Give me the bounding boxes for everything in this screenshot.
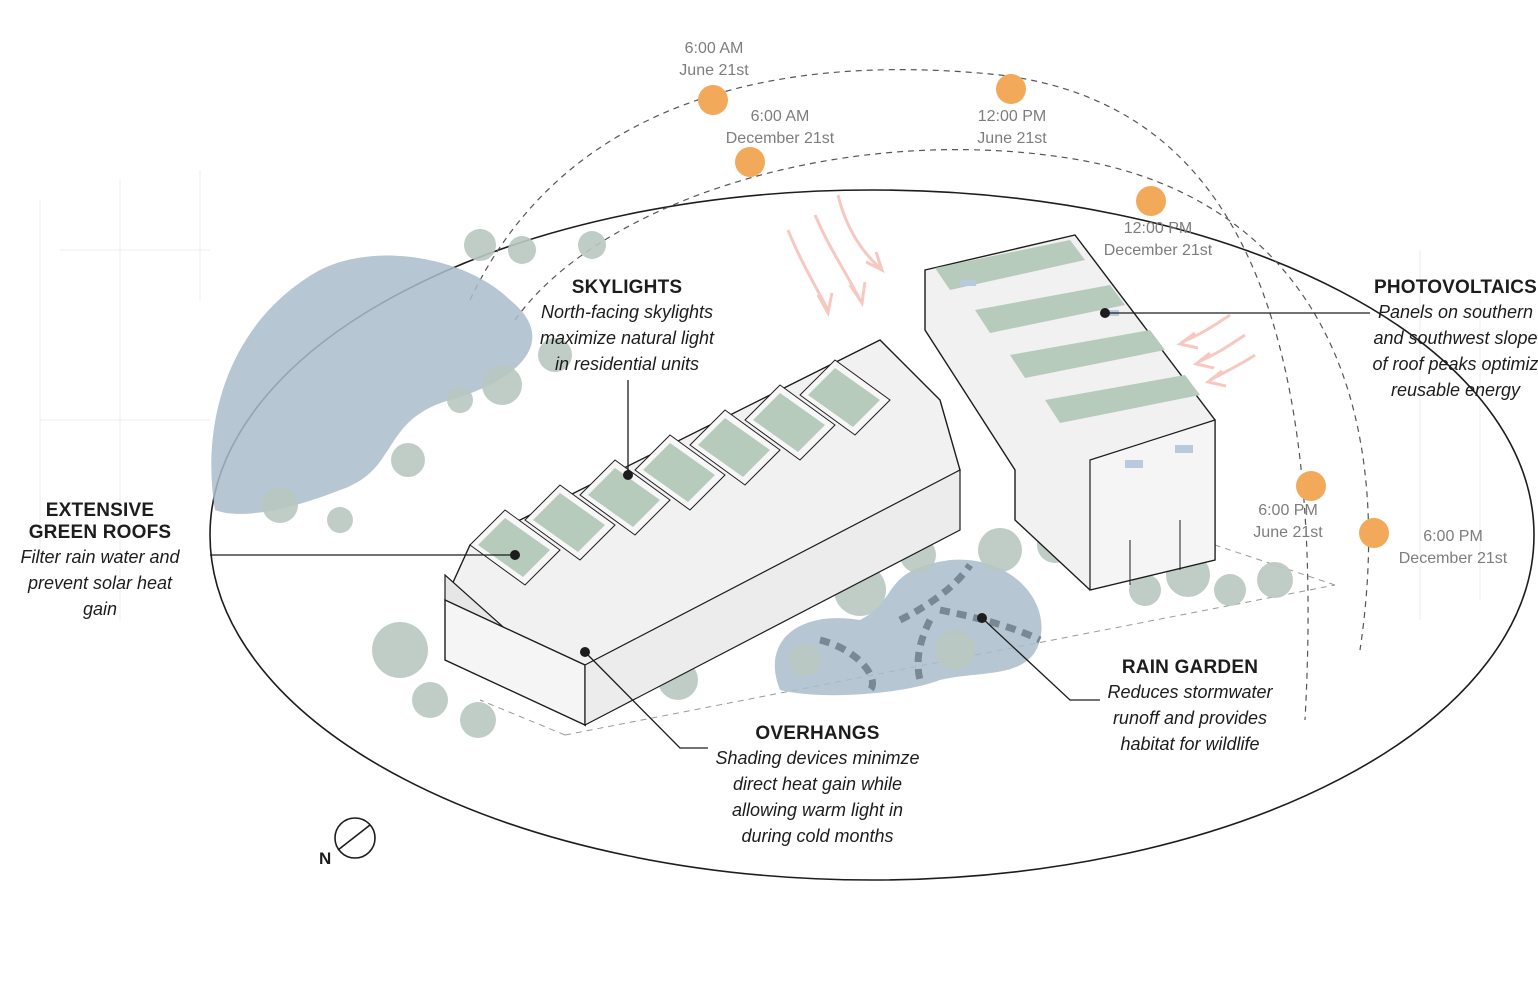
callout-skylights-title: SKYLIGHTS xyxy=(512,277,742,299)
building-short-wing xyxy=(925,235,1215,590)
sun-label-6pm-december: 6:00 PM December 21st xyxy=(1388,526,1518,570)
callout-photovoltaics-line-3: of roof peaks optimiz xyxy=(1368,351,1538,377)
sun-label-date: December 21st xyxy=(715,128,845,150)
callout-overhangs-title: OVERHANGS xyxy=(705,723,930,745)
callout-photovoltaics-line-1: Panels on southern xyxy=(1368,299,1538,325)
sun-label-time: 12:00 PM xyxy=(1093,218,1223,240)
callout-photovoltaics-line-2: and southwest slope xyxy=(1368,325,1538,351)
sun-icon xyxy=(1136,186,1166,216)
sun-label-6am-june: 6:00 AM June 21st xyxy=(664,38,764,82)
callout-rain-garden-line-1: Reduces stormwater xyxy=(1085,679,1295,705)
callout-green-roofs-title-1: EXTENSIVE xyxy=(10,500,190,522)
callout-skylights-line-1: North-facing skylights xyxy=(512,299,742,325)
sun-label-12pm-december: 12:00 PM December 21st xyxy=(1093,218,1223,262)
callout-rain-garden-title: RAIN GARDEN xyxy=(1085,657,1295,679)
callout-green-roofs: EXTENSIVE GREEN ROOFS Filter rain water … xyxy=(10,500,190,622)
north-arrow-needle xyxy=(338,825,370,850)
callout-photovoltaics-line-4: reusable energy xyxy=(1368,377,1538,403)
sun-icon xyxy=(735,147,765,177)
callout-overhangs-line-4: during cold months xyxy=(705,823,930,849)
sun-label-time: 6:00 AM xyxy=(715,106,845,128)
sun-icon xyxy=(1296,471,1326,501)
callout-photovoltaics-title: PHOTOVOLTAICS xyxy=(1368,277,1538,299)
callout-green-roofs-title-2: GREEN ROOFS xyxy=(10,522,190,544)
sun-label-date: June 21st xyxy=(1238,522,1338,544)
callout-rain-garden-line-3: habitat for wildlife xyxy=(1085,731,1295,757)
sun-label-time: 12:00 PM xyxy=(962,106,1062,128)
sun-label-6am-december: 6:00 AM December 21st xyxy=(715,106,845,150)
callout-photovoltaics: PHOTOVOLTAICS Panels on southern and sou… xyxy=(1368,277,1538,403)
callout-green-roofs-line-3: gain xyxy=(10,596,190,622)
callout-skylights-line-2: maximize natural light xyxy=(512,325,742,351)
sun-label-date: December 21st xyxy=(1093,240,1223,262)
sun-icon xyxy=(996,74,1026,104)
callout-skylights-line-3: in residential units xyxy=(512,351,742,377)
callout-rain-garden-line-2: runoff and provides xyxy=(1085,705,1295,731)
callout-overhangs-line-2: direct heat gain while xyxy=(705,771,930,797)
callout-rain-garden: RAIN GARDEN Reduces stormwater runoff an… xyxy=(1085,657,1295,757)
sun-label-6pm-june: 6:00 PM June 21st xyxy=(1238,500,1338,544)
callout-overhangs: OVERHANGS Shading devices minimze direct… xyxy=(705,723,930,849)
callout-green-roofs-line-1: Filter rain water and xyxy=(10,544,190,570)
callout-overhangs-line-1: Shading devices minimze xyxy=(705,745,930,771)
callout-skylights: SKYLIGHTS North-facing skylights maximiz… xyxy=(512,277,742,377)
sun-label-time: 6:00 PM xyxy=(1238,500,1338,522)
sun-label-12pm-june: 12:00 PM June 21st xyxy=(962,106,1062,150)
sun-label-date: June 21st xyxy=(664,60,764,82)
north-arrow-circle xyxy=(335,818,375,858)
sun-icon xyxy=(1359,518,1389,548)
sun-label-time: 6:00 PM xyxy=(1388,526,1518,548)
sun-label-date: December 21st xyxy=(1388,548,1518,570)
sun-label-date: June 21st xyxy=(962,128,1062,150)
callout-green-roofs-line-2: prevent solar heat xyxy=(10,570,190,596)
north-label: N xyxy=(319,849,331,869)
callout-overhangs-line-3: allowing warm light in xyxy=(705,797,930,823)
sun-label-time: 6:00 AM xyxy=(664,38,764,60)
